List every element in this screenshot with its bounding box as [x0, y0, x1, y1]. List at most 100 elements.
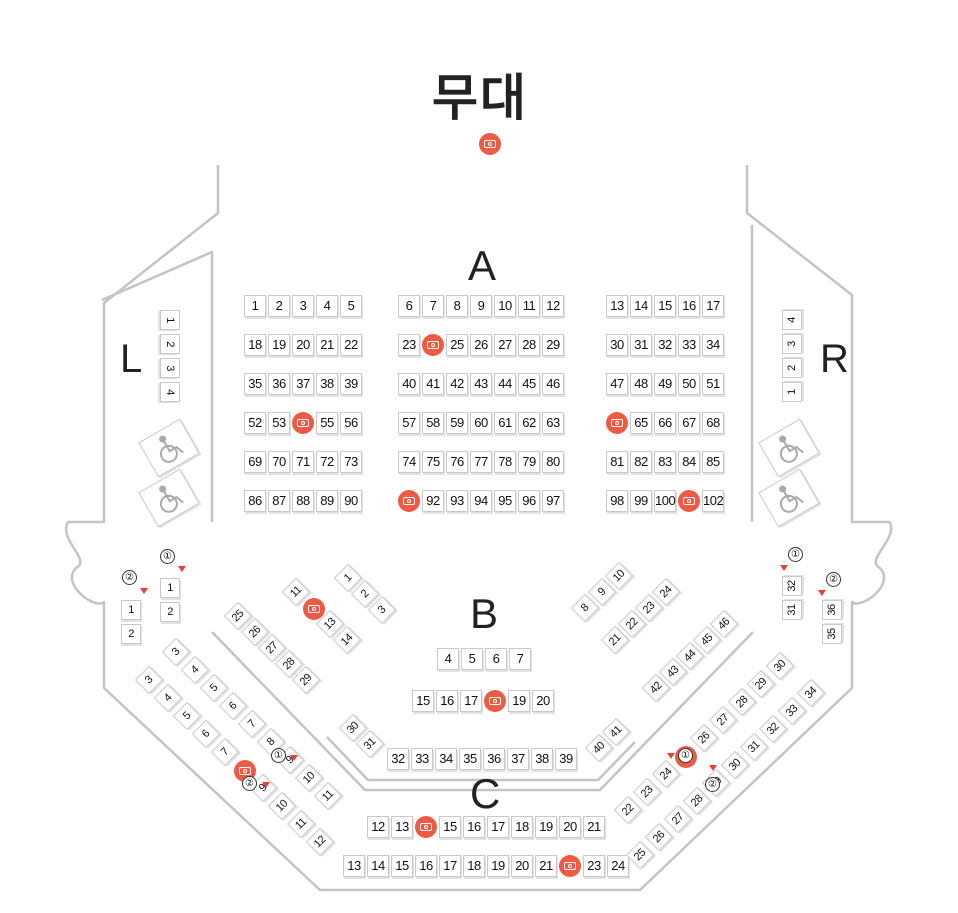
seat[interactable]: 59	[446, 412, 468, 434]
seat[interactable]: 5	[461, 648, 483, 670]
seat[interactable]: 32	[654, 334, 676, 356]
camera-icon[interactable]	[303, 598, 325, 620]
seat[interactable]: 15	[391, 855, 413, 877]
seat[interactable]: 17	[487, 816, 509, 838]
seat[interactable]: 25	[446, 334, 468, 356]
seat[interactable]: 3	[292, 295, 314, 317]
seat[interactable]: 3	[160, 358, 180, 378]
seat[interactable]: 21	[583, 816, 605, 838]
seat[interactable]: 17	[702, 295, 724, 317]
camera-icon[interactable]	[559, 855, 581, 877]
seat[interactable]: 37	[507, 748, 529, 770]
seat[interactable]: 17	[460, 690, 482, 712]
seat[interactable]: 76	[446, 451, 468, 473]
seat[interactable]: 93	[446, 490, 468, 512]
seat[interactable]: 41	[422, 373, 444, 395]
seat[interactable]: 86	[244, 490, 266, 512]
seat[interactable]: 19	[508, 690, 530, 712]
seat[interactable]: 53	[268, 412, 290, 434]
seat[interactable]: 23	[583, 855, 605, 877]
seat[interactable]: 21	[316, 334, 338, 356]
seat[interactable]: 63	[542, 412, 564, 434]
seat[interactable]: 35	[822, 624, 842, 644]
seat[interactable]: 20	[511, 855, 533, 877]
seat[interactable]: 35	[244, 373, 266, 395]
seat[interactable]: 67	[678, 412, 700, 434]
seat[interactable]: 38	[531, 748, 553, 770]
seat[interactable]: 2	[160, 602, 180, 622]
seat[interactable]: 16	[436, 690, 458, 712]
seat[interactable]: 79	[518, 451, 540, 473]
seat[interactable]: 102	[702, 490, 724, 512]
wheelchair-icon[interactable]	[758, 418, 820, 478]
seat[interactable]: 70	[268, 451, 290, 473]
seat[interactable]: 96	[518, 490, 540, 512]
seat[interactable]: 57	[398, 412, 420, 434]
camera-icon[interactable]	[484, 690, 506, 712]
seat[interactable]: 46	[542, 373, 564, 395]
seat[interactable]: 47	[606, 373, 628, 395]
seat[interactable]: 92	[422, 490, 444, 512]
seat[interactable]: 13	[606, 295, 628, 317]
seat[interactable]: 98	[606, 490, 628, 512]
seat[interactable]: 66	[654, 412, 676, 434]
seat[interactable]: 31	[630, 334, 652, 356]
seat[interactable]: 1	[121, 600, 141, 620]
seat[interactable]: 56	[340, 412, 362, 434]
seat[interactable]: 1	[160, 578, 180, 598]
seat[interactable]: 60	[470, 412, 492, 434]
seat[interactable]: 18	[244, 334, 266, 356]
seat[interactable]: 28	[518, 334, 540, 356]
seat[interactable]: 100	[654, 490, 676, 512]
seat[interactable]: 85	[702, 451, 724, 473]
seat[interactable]: 1	[160, 310, 180, 330]
seat[interactable]: 48	[630, 373, 652, 395]
seat[interactable]: 33	[411, 748, 433, 770]
seat[interactable]: 52	[244, 412, 266, 434]
seat[interactable]: 7	[509, 648, 531, 670]
seat[interactable]: 38	[316, 373, 338, 395]
seat[interactable]: 11	[518, 295, 540, 317]
seat[interactable]: 4	[316, 295, 338, 317]
camera-icon[interactable]	[398, 490, 420, 512]
seat[interactable]: 15	[654, 295, 676, 317]
camera-icon[interactable]	[422, 334, 444, 356]
seat[interactable]: 21	[535, 855, 557, 877]
seat[interactable]: 18	[463, 855, 485, 877]
seat[interactable]: 73	[340, 451, 362, 473]
seat[interactable]: 29	[542, 334, 564, 356]
seat[interactable]: 6	[398, 295, 420, 317]
seat[interactable]: 42	[446, 373, 468, 395]
seat[interactable]: 31	[782, 600, 802, 620]
seat[interactable]: 19	[268, 334, 290, 356]
seat[interactable]: 94	[470, 490, 492, 512]
seat[interactable]: 90	[340, 490, 362, 512]
seat[interactable]: 15	[439, 816, 461, 838]
seat[interactable]: 39	[340, 373, 362, 395]
seat[interactable]: 68	[702, 412, 724, 434]
seat[interactable]: 33	[678, 334, 700, 356]
seat[interactable]: 65	[630, 412, 652, 434]
seat[interactable]: 75	[422, 451, 444, 473]
seat[interactable]: 24	[607, 855, 629, 877]
seat[interactable]: 23	[398, 334, 420, 356]
seat[interactable]: 74	[398, 451, 420, 473]
seat[interactable]: 22	[340, 334, 362, 356]
seat[interactable]: 36	[822, 600, 842, 620]
seat[interactable]: 16	[415, 855, 437, 877]
seat[interactable]: 3	[782, 334, 802, 354]
seat[interactable]: 97	[542, 490, 564, 512]
seat[interactable]: 84	[678, 451, 700, 473]
seat[interactable]: 8	[446, 295, 468, 317]
seat[interactable]: 20	[532, 690, 554, 712]
seat[interactable]: 7	[422, 295, 444, 317]
seat[interactable]: 81	[606, 451, 628, 473]
seat[interactable]: 45	[518, 373, 540, 395]
seat[interactable]: 26	[470, 334, 492, 356]
seat[interactable]: 2	[782, 358, 802, 378]
seat[interactable]: 13	[391, 816, 413, 838]
seat[interactable]: 4	[437, 648, 459, 670]
seat[interactable]: 16	[463, 816, 485, 838]
seat[interactable]: 49	[654, 373, 676, 395]
seat[interactable]: 71	[292, 451, 314, 473]
